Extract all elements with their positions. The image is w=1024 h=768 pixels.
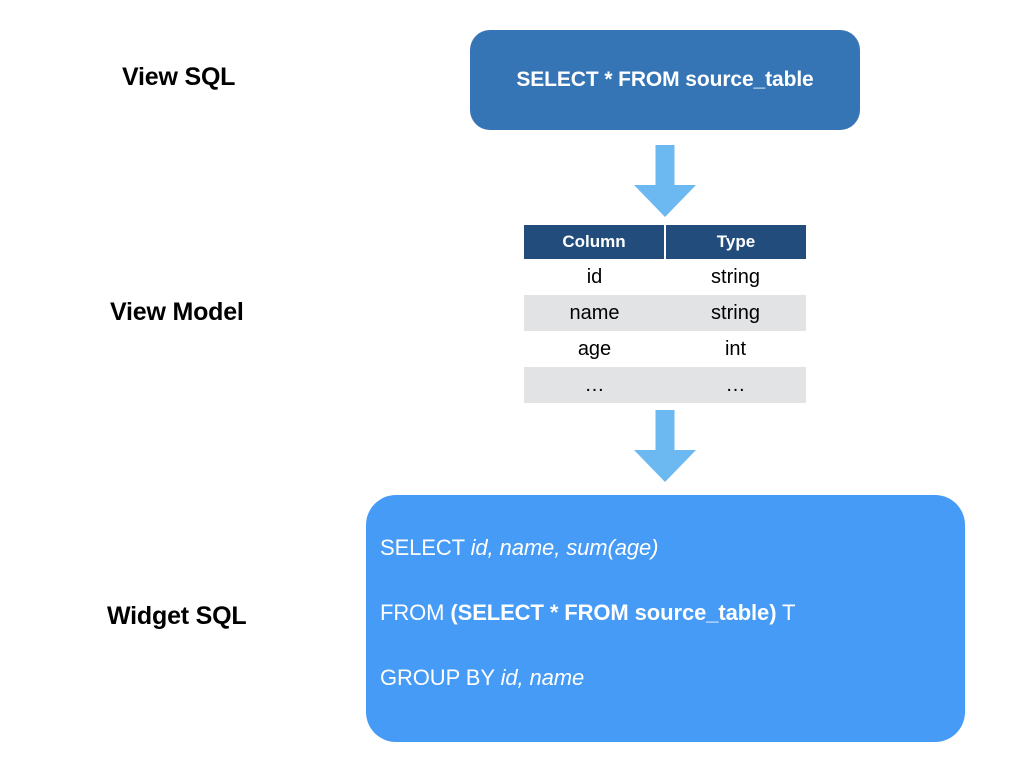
- table-cell-type: …: [665, 367, 806, 403]
- arrow-down-icon-shape: [634, 145, 696, 217]
- view-model-table-body: id string name string age int … …: [524, 259, 806, 403]
- widget-sql-line-select: SELECT id, name, sum(age): [380, 537, 965, 559]
- widget-sql-line-group-by: GROUP BY id, name: [380, 667, 965, 689]
- table-header-row: Column Type: [524, 225, 806, 259]
- row-label-view-model: View Model: [110, 298, 244, 326]
- table-header-type: Type: [665, 225, 806, 259]
- arrow-down-icon-shape: [634, 410, 696, 482]
- table-cell-column: …: [524, 367, 665, 403]
- table-header-column: Column: [524, 225, 666, 259]
- row-label-widget-sql: Widget SQL: [107, 602, 247, 630]
- table-row: id string: [524, 259, 806, 295]
- arrow-down-icon: [634, 145, 696, 217]
- table-row: name string: [524, 295, 806, 331]
- view-model-table-head: Column Type: [524, 225, 806, 259]
- sql-keyword-from: FROM: [380, 600, 451, 625]
- table-cell-column: name: [524, 295, 665, 331]
- sql-keyword-group-by: GROUP BY: [380, 665, 501, 690]
- table-cell-type: string: [665, 295, 806, 331]
- view-sql-query-text: SELECT * FROM source_table: [516, 68, 814, 91]
- table-cell-column: age: [524, 331, 665, 367]
- sql-identifiers-select: id, name, sum(age): [470, 535, 659, 560]
- table-row: … …: [524, 367, 806, 403]
- table-cell-type: int: [665, 331, 806, 367]
- row-label-view-sql: View SQL: [122, 63, 236, 91]
- sql-keyword-select: SELECT: [380, 535, 471, 560]
- table-row: age int: [524, 331, 806, 367]
- view-model-table: Column Type id string name string age in…: [524, 225, 806, 403]
- sql-subquery-from: (SELECT * FROM source_table): [450, 600, 777, 625]
- view-sql-box: SELECT * FROM source_table: [470, 30, 860, 130]
- widget-sql-box: SELECT id, name, sum(age) FROM (SELECT *…: [366, 495, 965, 742]
- sql-identifiers-group-by: id, name: [500, 665, 585, 690]
- table-cell-type: string: [665, 259, 806, 295]
- widget-sql-line-from: FROM (SELECT * FROM source_table) T: [380, 602, 965, 624]
- sql-alias-from: T: [776, 600, 796, 625]
- table-cell-column: id: [524, 259, 665, 295]
- arrow-down-icon: [634, 410, 696, 482]
